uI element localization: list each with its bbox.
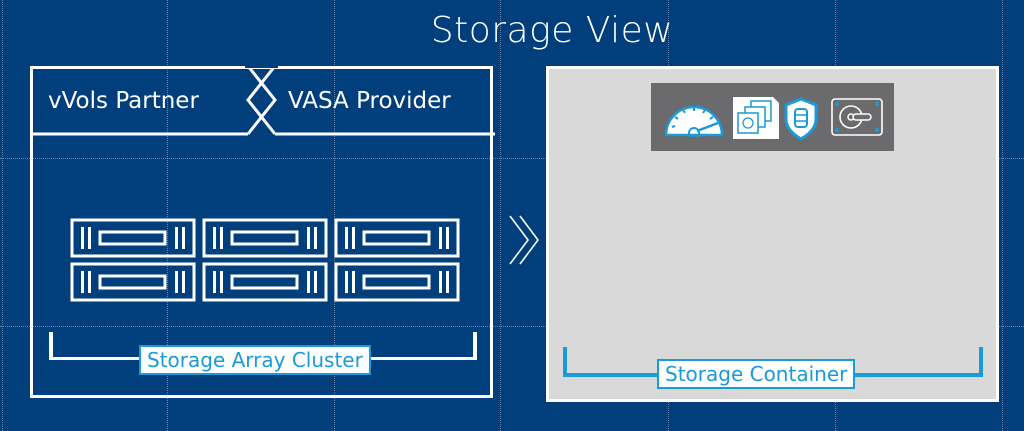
vasa-provider-label: VASA Provider <box>288 88 451 114</box>
grid-vline <box>167 0 169 431</box>
storage-array-icon <box>70 218 196 258</box>
storage-array-icon <box>70 262 196 302</box>
snapshot-stack-icon <box>733 97 779 139</box>
grid-vline <box>334 0 336 431</box>
grid-vline <box>500 0 502 431</box>
storage-array-icon <box>202 218 328 258</box>
diagram-title: Storage View <box>430 10 674 51</box>
storage-array-grid <box>70 218 460 302</box>
storage-array-cluster-label: Storage Array Cluster <box>139 345 371 375</box>
storage-container-label: Storage Container <box>657 359 856 389</box>
double-chevron-right-icon <box>509 215 539 265</box>
grid-vline <box>1002 0 1004 431</box>
header-divider <box>30 64 495 136</box>
grid-hline <box>0 158 1024 160</box>
storage-array-icon <box>334 262 460 302</box>
storage-array-icon <box>334 218 460 258</box>
vvols-partner-label: vVols Partner <box>48 88 199 114</box>
hard-disk-icon <box>831 98 883 136</box>
storage-array-icon <box>202 262 328 302</box>
speedometer-icon <box>664 105 724 137</box>
grid-hline <box>0 326 1024 328</box>
grid-vline <box>2 0 4 431</box>
database-shield-icon <box>784 97 818 141</box>
